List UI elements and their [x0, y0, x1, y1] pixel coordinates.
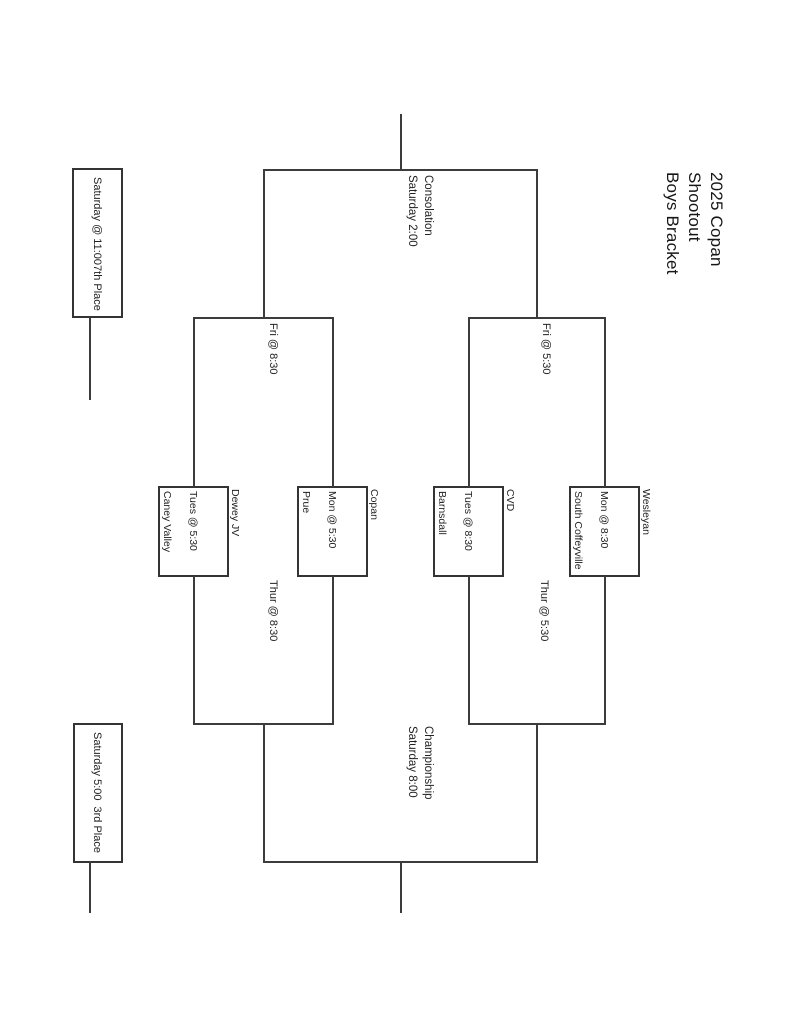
team-name: Wesleyan	[640, 489, 652, 535]
game-time: Tues @ 5:30	[187, 491, 200, 551]
bracket-line	[468, 317, 470, 487]
bracket-line	[536, 170, 538, 318]
consolation-final-name: Consolation	[422, 175, 434, 236]
bracket-line	[468, 576, 470, 724]
consolation-final-time: Saturday 2:00	[406, 175, 419, 247]
title-line-year: 2025 Copan	[707, 172, 726, 267]
championship-final-label: Championship Saturday 8:00	[404, 726, 435, 800]
team-name: Copan	[368, 489, 380, 520]
game-box-copan-prue: Copan Mon @ 5:30 Prue	[297, 486, 380, 577]
consolation-semifinal-bottom-label: Fri @ 8:30	[267, 323, 279, 375]
championship-semifinal-top-label: Thur @ 5:30	[538, 580, 550, 642]
championship-final-time: Saturday 8:00	[406, 726, 419, 798]
bracket-line	[193, 576, 195, 724]
seventh-place-row: Saturday @ 11:00 7th Place	[91, 177, 103, 311]
consolation-final-label: Consolation Saturday 2:00	[404, 175, 435, 247]
bracket-line	[536, 723, 538, 862]
bracket-line	[400, 861, 402, 913]
team-name: Prue	[300, 491, 312, 514]
game-time: Mon @ 5:30	[326, 491, 339, 549]
third-place-box: Saturday 5:00 3rd Place	[73, 723, 123, 863]
bracket-line	[193, 317, 195, 487]
team-name: Dewey JV	[229, 489, 241, 537]
consolation-semifinal-top-label: Fri @ 5:30	[540, 323, 552, 375]
bracket-line	[332, 317, 334, 487]
title-line-event: Shootout	[685, 172, 704, 242]
game-box-deweyjv-caneyvalley: Dewey JV Tues @ 5:30 Caney Valley	[158, 486, 241, 577]
seventh-place-time: Saturday @ 11:00	[91, 177, 103, 266]
bracket-line	[604, 576, 606, 724]
game-time: Tues @ 8:30	[462, 491, 475, 551]
third-place-time: Saturday 5:00	[91, 732, 103, 801]
team-name: South Coffeyville	[572, 491, 584, 570]
championship-final-name: Championship	[422, 726, 434, 800]
bracket-line	[400, 114, 402, 171]
championship-semifinal-bottom-label: Thur @ 8:30	[267, 580, 279, 642]
game-box-wesleyan-southcoffeyville: Wesleyan Mon @ 8:30 South Coffeyville	[569, 486, 652, 577]
bracket-line	[263, 723, 265, 862]
bracket-line	[263, 170, 265, 318]
seventh-place-box: Saturday @ 11:00 7th Place	[72, 168, 123, 318]
bracket-line	[332, 576, 334, 724]
bracket-line	[89, 317, 91, 400]
bracket-line	[89, 861, 91, 913]
third-place-row: Saturday 5:00 3rd Place	[91, 732, 103, 853]
game-time: Mon @ 8:30	[598, 491, 611, 549]
team-name: CVD	[504, 489, 516, 512]
game-box-cvd-barnsdall: CVD Tues @ 8:30 Barnsdall	[433, 486, 516, 577]
page-title: 2025 Copan Shootout Boys Bracket	[661, 172, 727, 275]
team-name: Caney Valley	[161, 491, 173, 553]
third-place-label: 3rd Place	[91, 806, 103, 853]
bracket-line	[604, 317, 606, 487]
team-name: Barnsdall	[436, 491, 448, 535]
title-line-division: Boys Bracket	[663, 172, 682, 275]
seventh-place-label: 7th Place	[91, 265, 103, 311]
